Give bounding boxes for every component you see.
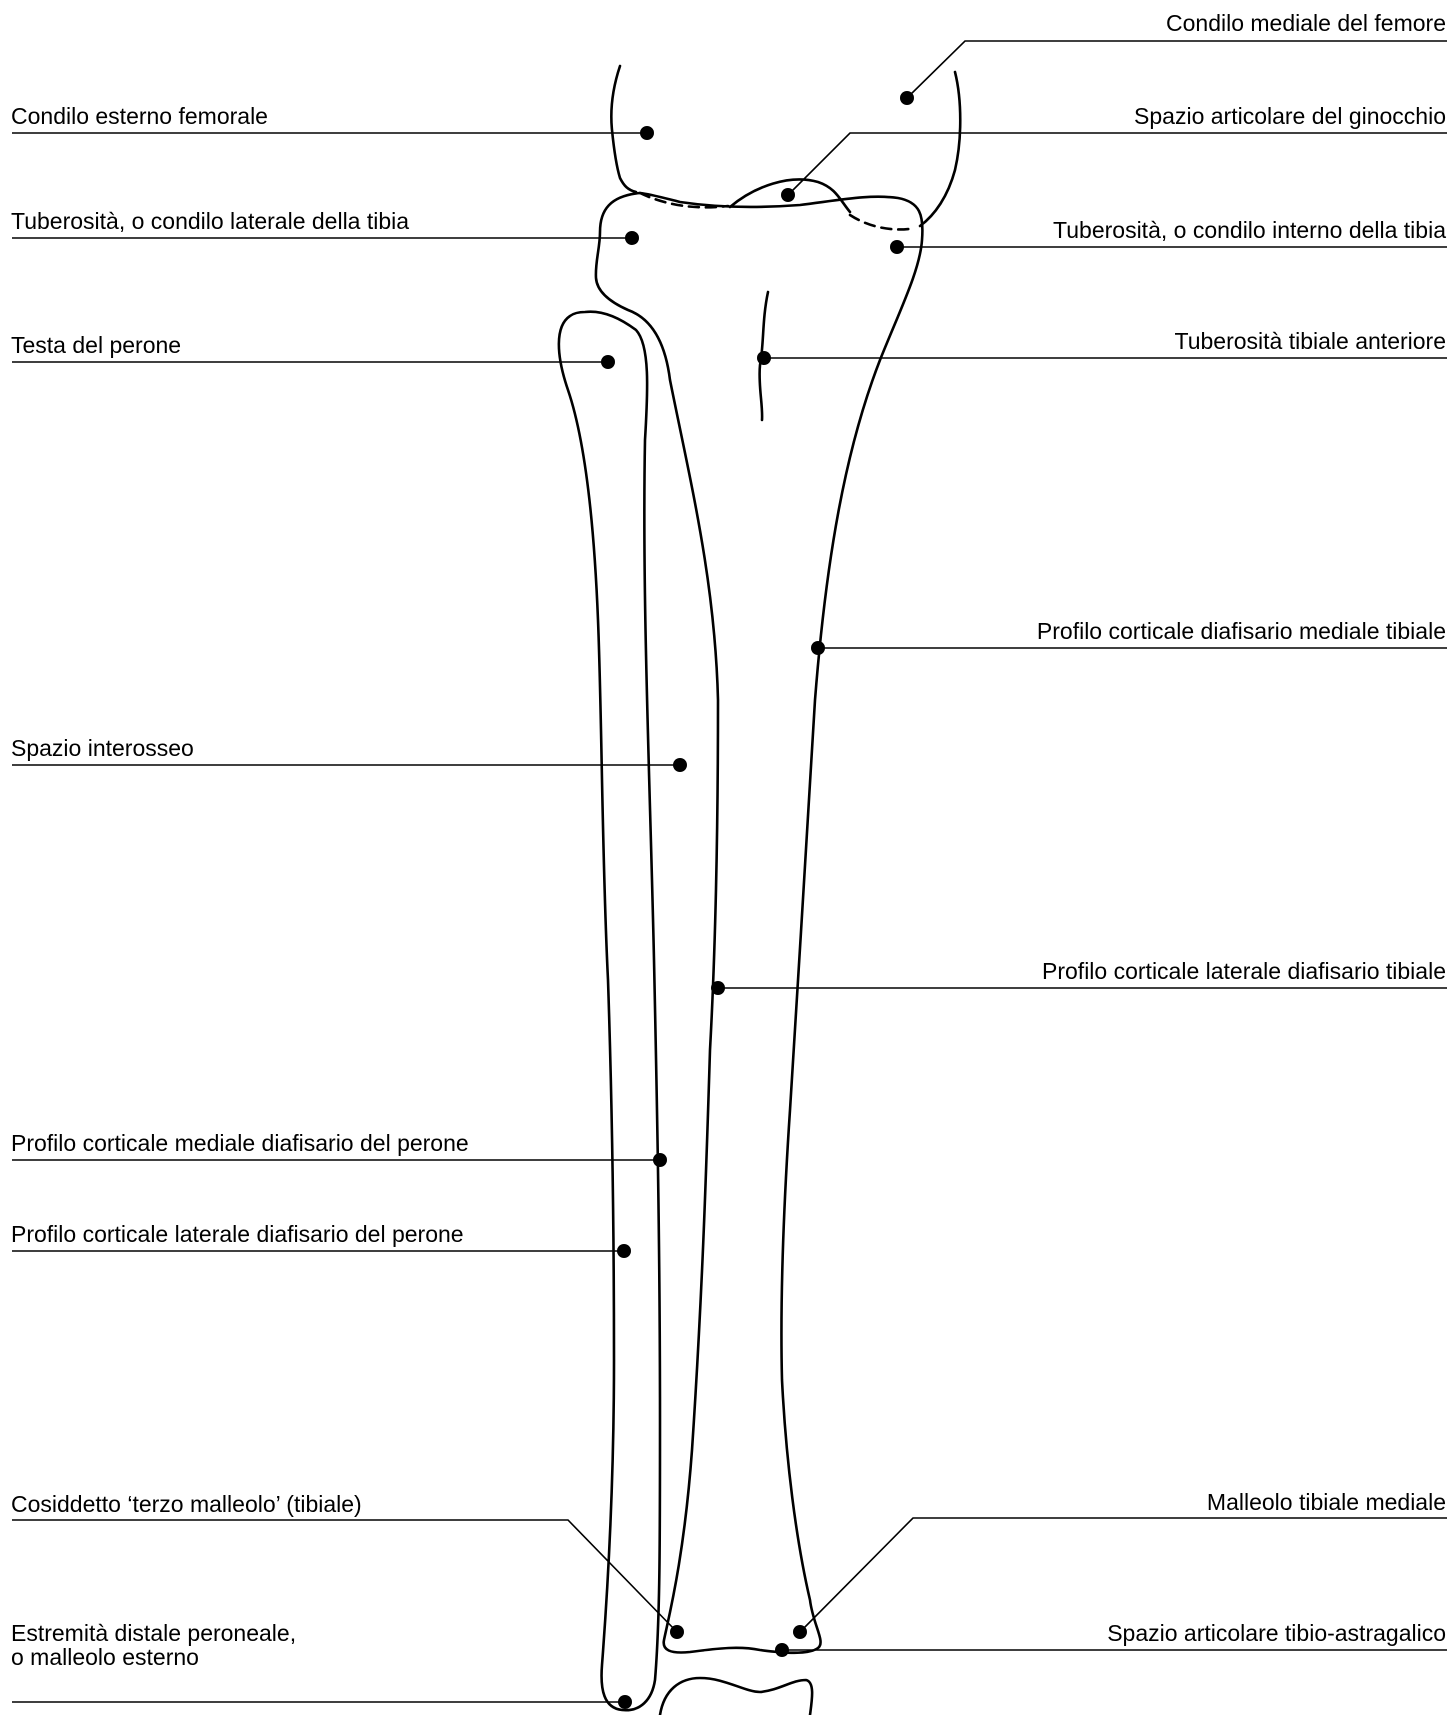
marker-spazio-tibio-astragalico: [775, 1643, 789, 1657]
label-malleolo-tibiale-mediale: Malleolo tibiale mediale: [1207, 1490, 1446, 1514]
label-tuberosita-condilo-interno: Tuberosità, o condilo interno della tibi…: [1053, 218, 1446, 242]
marker-spazio-articolare-ginocchio: [781, 188, 795, 202]
marker-profilo-mediale-perone: [653, 1153, 667, 1167]
label-profilo-mediale-tibiale: Profilo corticale diafisario mediale tib…: [1037, 619, 1446, 643]
marker-profilo-laterale-tibiale: [711, 981, 725, 995]
marker-tuberosita-laterale: [625, 231, 639, 245]
marker-profilo-laterale-perone: [617, 1244, 631, 1258]
marker-estremita-distale: [618, 1695, 632, 1709]
label-estremita-distale-line2: o malleolo esterno: [11, 1645, 296, 1669]
label-profilo-laterale-perone: Profilo corticale laterale diafisario de…: [11, 1222, 464, 1246]
femur-medial-outline: [920, 72, 960, 226]
marker-tuberosita-interno: [890, 240, 904, 254]
marker-condilo-esterno: [640, 126, 654, 140]
label-estremita-distale-line1: Estremità distale peroneale,: [11, 1621, 296, 1645]
label-terzo-malleolo: Cosiddetto ‘terzo malleolo’ (tibiale): [11, 1492, 362, 1516]
marker-malleolo-tibiale-mediale: [793, 1625, 807, 1639]
label-spazio-articolare-ginocchio: Spazio articolare del ginocchio: [1134, 104, 1446, 128]
label-estremita-distale: Estremità distale peroneale, o malleolo …: [11, 1621, 296, 1669]
label-testa-perone: Testa del perone: [11, 333, 181, 357]
leader-terzo-malleolo: [12, 1520, 677, 1632]
marker-testa-perone: [601, 355, 615, 369]
leader-spazio-articolare-ginocchio: [788, 133, 1447, 195]
label-profilo-laterale-tibiale: Profilo corticale laterale diafisario ti…: [1042, 959, 1446, 983]
leader-malleolo-tibiale-mediale: [800, 1518, 1447, 1632]
label-tuberosita-tibiale-anteriore: Tuberosità tibiale anteriore: [1175, 329, 1446, 353]
talus-outline: [660, 1678, 812, 1715]
femur-condyle-dashed-right: [850, 215, 915, 229]
label-spazio-tibio-astragalico: Spazio articolare tibio-astragalico: [1107, 1621, 1446, 1645]
marker-spazio-interosseo: [673, 758, 687, 772]
label-tuberosita-condilo-laterale: Tuberosità, o condilo laterale della tib…: [11, 209, 409, 233]
label-condilo-mediale-femore: Condilo mediale del femore: [1166, 11, 1446, 35]
fibula-outline: [559, 312, 660, 1711]
tibia-outline: [596, 193, 923, 1653]
label-spazio-interosseo: Spazio interosseo: [11, 736, 194, 760]
marker-condilo-mediale-femore: [900, 91, 914, 105]
label-condilo-esterno-femorale: Condilo esterno femorale: [11, 104, 268, 128]
marker-tuberosita-tibiale-anteriore: [757, 351, 771, 365]
marker-profilo-mediale-tibiale: [811, 641, 825, 655]
femur-lateral-outline: [611, 66, 636, 192]
leader-condilo-mediale-femore: [907, 41, 1447, 98]
marker-terzo-malleolo: [670, 1625, 684, 1639]
label-profilo-mediale-perone: Profilo corticale mediale diafisario del…: [11, 1131, 469, 1155]
